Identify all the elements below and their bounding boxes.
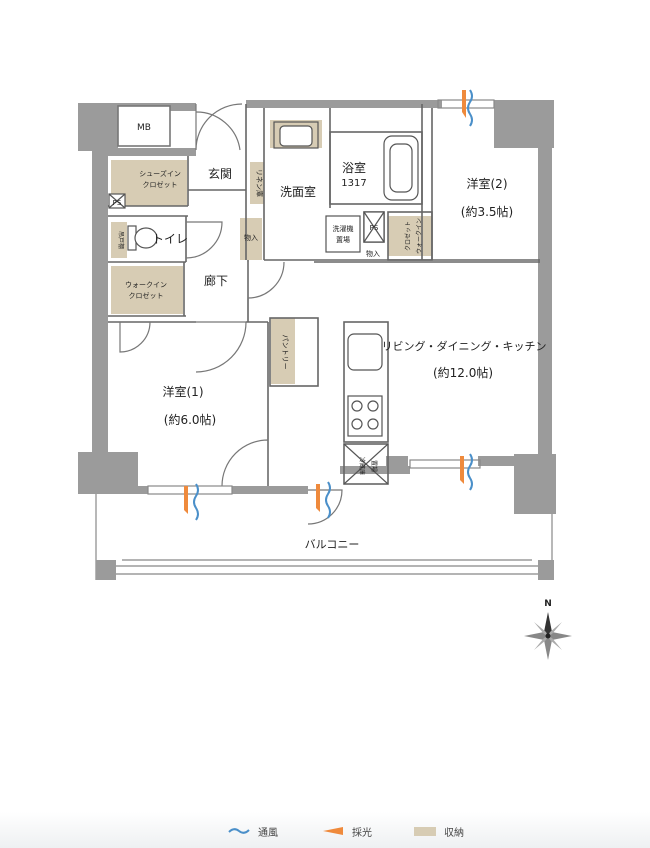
mb-label: MB <box>137 123 151 133</box>
bath-size-label: 1317 <box>341 178 366 189</box>
fridge-label-1: 冷蔵庫 <box>358 457 366 475</box>
mb-box <box>117 105 171 147</box>
balcony-label: バルコニー <box>305 538 360 551</box>
daylight-arrow-icon <box>316 484 320 512</box>
pantry-fill <box>271 318 295 384</box>
ventilation-wave-icon <box>325 481 331 519</box>
storage-small-label: 物入 <box>366 249 380 258</box>
bedroom2-size-label: (約3.5帖) <box>461 204 513 219</box>
ldk-label: リビング・ダイニング・キッチン <box>382 339 547 353</box>
hallway-label: 廊下 <box>204 273 228 288</box>
washroom-label: 洗面室 <box>280 184 316 199</box>
daylight-arrow-icon <box>184 486 188 514</box>
shoes-closet-label-1: シューズイン <box>139 169 181 178</box>
walkin-right-fill <box>388 216 432 256</box>
ventilation-wave-icon <box>228 828 250 834</box>
legend-daylight: 採光 <box>322 824 372 839</box>
walkin-right-label-2: クロゼット <box>404 221 412 251</box>
pantry-label: パントリー <box>281 334 289 369</box>
ventilation-daylight-markers <box>184 89 473 521</box>
ps-center-label: PS <box>370 224 379 232</box>
door-swings <box>119 103 343 525</box>
walkin-left-label-2: クロゼット <box>129 291 164 300</box>
ps-left-label: PS <box>113 199 122 207</box>
toilet-label: トイレ <box>152 232 188 246</box>
interior-walls <box>108 104 540 486</box>
windows <box>147 99 495 495</box>
wall-bottom-mid2 <box>340 466 410 474</box>
legend-storage-label: 収納 <box>444 827 464 839</box>
fixtures <box>108 121 419 485</box>
ventilation-wave-icon <box>467 89 473 127</box>
daylight-arrow-icon <box>460 456 464 484</box>
bath-label: 浴室 <box>342 160 366 175</box>
legend-ventilation: 通風 <box>228 824 278 839</box>
legend-ventilation-label: 通風 <box>258 827 278 839</box>
compass-rose-icon <box>524 612 572 660</box>
wall-top-mid <box>246 100 442 108</box>
ldk-size-label: (約12.0帖) <box>433 365 493 380</box>
entrance-label: 玄関 <box>208 166 232 181</box>
wall-bottom-right <box>478 456 516 466</box>
walkin-right-label-1: ウォークイン <box>415 218 423 254</box>
storage-center-label: 物入 <box>244 233 258 242</box>
legend-storage: 収納 <box>414 824 464 839</box>
ventilation-wave-icon <box>467 453 473 491</box>
kitchen-sink <box>347 333 383 371</box>
legend-background <box>0 812 650 848</box>
walkin-left-fill <box>111 266 183 314</box>
washer-place <box>325 215 361 253</box>
daylight-arrow-icon <box>323 827 343 835</box>
storage-swatch <box>414 826 436 836</box>
fridge-label-2: 置場 <box>370 460 378 472</box>
toilet-cabinet-label: 吊戸棚 <box>117 231 125 249</box>
bedroom1-size-label: (約6.0帖) <box>164 412 216 427</box>
toilet-cabinet-fill <box>111 222 127 258</box>
daylight-arrow-icon <box>462 90 466 118</box>
ventilation-wave-icon <box>193 483 199 521</box>
walkin-left-label-1: ウォークイン <box>125 281 167 289</box>
legend-daylight-label: 採光 <box>352 827 372 839</box>
column-bottom-right <box>514 454 556 514</box>
wall-right <box>538 140 552 458</box>
washroom-label-text: 洗面室 <box>280 184 316 199</box>
wall-bottom-mid1 <box>232 486 308 494</box>
bedroom2-label: 洋室(2) <box>467 176 508 191</box>
toilet-bowl <box>134 227 158 249</box>
compass-north-label: N <box>544 599 552 609</box>
wall-bottom-left <box>108 486 148 494</box>
wall-bottom-mid3 <box>386 456 408 468</box>
washer-label-1: 洗濯機 <box>333 224 354 233</box>
wall-left <box>92 148 108 456</box>
room-labels: MB 玄関 シューズイン クロゼット PS リネン庫 洗面室 浴室 1317 洗… <box>113 123 552 609</box>
linen-fill <box>250 162 264 204</box>
bedroom1-label: 洋室(1) <box>163 384 204 399</box>
linen-label: リネン庫 <box>255 169 264 197</box>
balcony <box>95 494 554 580</box>
washer-label-2: 置場 <box>336 235 350 244</box>
wall-inner-top <box>100 148 196 156</box>
shoes-closet-label-2: クロゼット <box>143 180 178 189</box>
